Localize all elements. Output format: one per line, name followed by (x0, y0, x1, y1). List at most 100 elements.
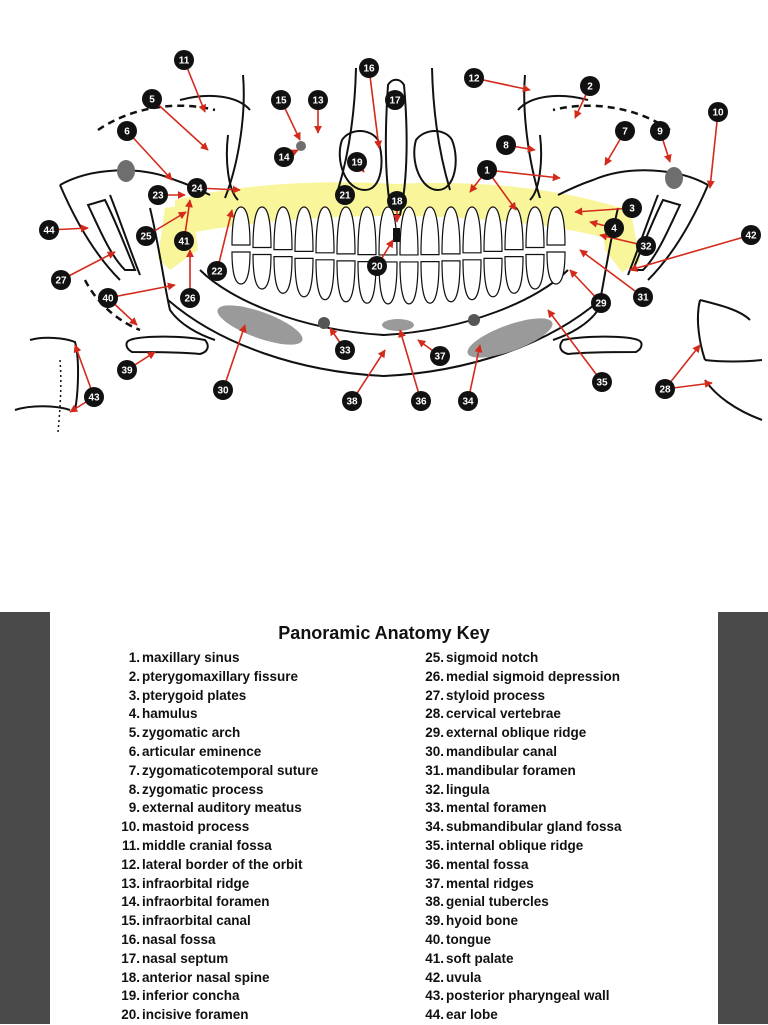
key-item: 7.zygomaticotemporal suture (110, 762, 319, 781)
teeth (231, 206, 566, 305)
callout-number: 25 (140, 232, 152, 243)
key-item: 11.middle cranial fossa (110, 837, 318, 856)
key-item-number: 3. (128, 687, 140, 703)
callout-number: 40 (102, 294, 114, 305)
key-item: 4.hamulus (110, 705, 318, 724)
tooth (294, 206, 314, 252)
key-item-number: 35. (425, 837, 444, 853)
key-item-number: 36. (425, 856, 444, 872)
key-item-number: 31. (425, 762, 444, 778)
key-item: 13.infraorbital ridge (110, 875, 318, 894)
callout-badge: 29 (591, 293, 611, 313)
key-item-label: maxillary sinus (142, 650, 240, 665)
key-item: 29.external oblique ridge (414, 724, 622, 743)
key-item-label: mandibular foramen (446, 762, 576, 778)
leader-arrow (60, 251, 116, 281)
key-item-label: mental fossa (446, 856, 529, 872)
callout-circle (633, 287, 653, 307)
callout-badge: 3 (622, 198, 642, 218)
key-item-number: 7. (128, 762, 140, 778)
leader-arrow (629, 234, 752, 272)
callout-badge: 25 (136, 226, 156, 246)
callout-number: 6 (124, 127, 130, 138)
callout-number: 30 (217, 386, 229, 397)
callout-circle (591, 293, 611, 313)
callout-circle (359, 58, 379, 78)
tooth (231, 206, 251, 246)
leader-arrow (398, 329, 422, 402)
key-item: 26.medial sigmoid depression (414, 668, 622, 687)
callout-number: 12 (468, 74, 480, 85)
callout-badge: 24 (187, 178, 207, 198)
key-item-label: zygomaticotemporal suture (142, 762, 319, 778)
callout-badge: 21 (335, 185, 355, 205)
key-item-number: 2. (128, 668, 140, 684)
tooth (252, 206, 272, 249)
key-item-label: mastoid process (142, 819, 250, 835)
callout-number: 4 (611, 224, 617, 235)
skull-outline (14, 67, 763, 421)
key-item-label: internal oblique ridge (446, 837, 584, 853)
key-item-number: 42. (425, 969, 444, 985)
key-item-label: styloid process (446, 687, 546, 703)
key-item-label: articular eminence (142, 743, 262, 759)
key-item: 14.infraorbital foramen (110, 893, 318, 912)
tooth (336, 206, 356, 255)
callout-badge: 11 (174, 50, 194, 70)
left-auditory-marker (117, 160, 135, 182)
callout-badge: 16 (359, 58, 379, 78)
callout-number: 24 (191, 184, 203, 195)
key-item-number: 40. (425, 931, 444, 947)
callout-number: 39 (121, 366, 133, 377)
key-item: 36.mental fossa (414, 856, 622, 875)
callout-badge: 6 (117, 121, 137, 141)
key-item-number: 39. (425, 913, 444, 929)
incisive-foramen-marker (393, 228, 400, 242)
key-item: 10.mastoid process (110, 818, 318, 837)
callout-badge: 13 (308, 90, 328, 110)
callout-number: 43 (88, 393, 100, 404)
callout-number: 27 (55, 276, 67, 287)
callout-badge: 4 (604, 218, 624, 238)
callout-circle (136, 226, 156, 246)
key-item-number: 15. (121, 913, 140, 929)
callout-circle (117, 360, 137, 380)
callout-badge: 8 (496, 135, 516, 155)
gray-structures (117, 141, 683, 358)
key-item: 20.incisive foramen (110, 1006, 318, 1025)
right-auditory-marker (665, 167, 683, 189)
key-item-label: tongue (446, 931, 491, 947)
callout-number: 20 (371, 262, 383, 273)
key-item-label: infraorbital foramen (142, 894, 270, 910)
key-item: 27.styloid process (414, 687, 622, 706)
callout-badge: 2 (580, 76, 600, 96)
callout-circle (308, 90, 328, 110)
callout-number: 1 (484, 166, 490, 177)
callout-circle (458, 391, 478, 411)
callout-circle (650, 121, 670, 141)
tooth (315, 259, 335, 301)
tooth (441, 260, 461, 303)
key-item: 19.inferior concha (110, 987, 318, 1006)
callout-number: 5 (149, 95, 155, 106)
key-item-label: cervical vertebrae (446, 706, 561, 722)
callout-circle (271, 90, 291, 110)
key-item-label: external auditory meatus (142, 800, 302, 816)
key-item-label: mental foramen (446, 800, 547, 816)
tooth (273, 256, 293, 294)
callout-badge: 33 (335, 340, 355, 360)
key-item: 9.external auditory meatus (110, 799, 318, 818)
key-item-label: zygomatic arch (142, 725, 241, 741)
callout-badge: 38 (342, 391, 362, 411)
key-item: 8.zygomatic process (110, 781, 318, 800)
callout-badge: 17 (385, 90, 405, 110)
left-submandibular-shadow (217, 305, 303, 345)
callout-badge: 15 (271, 90, 291, 110)
key-item-number: 29. (425, 725, 444, 741)
key-item-number: 1. (128, 650, 140, 665)
key-item: 16.nasal fossa (110, 931, 318, 950)
callout-badge: 20 (367, 256, 387, 276)
key-item-label: submandibular gland fossa (446, 819, 622, 835)
